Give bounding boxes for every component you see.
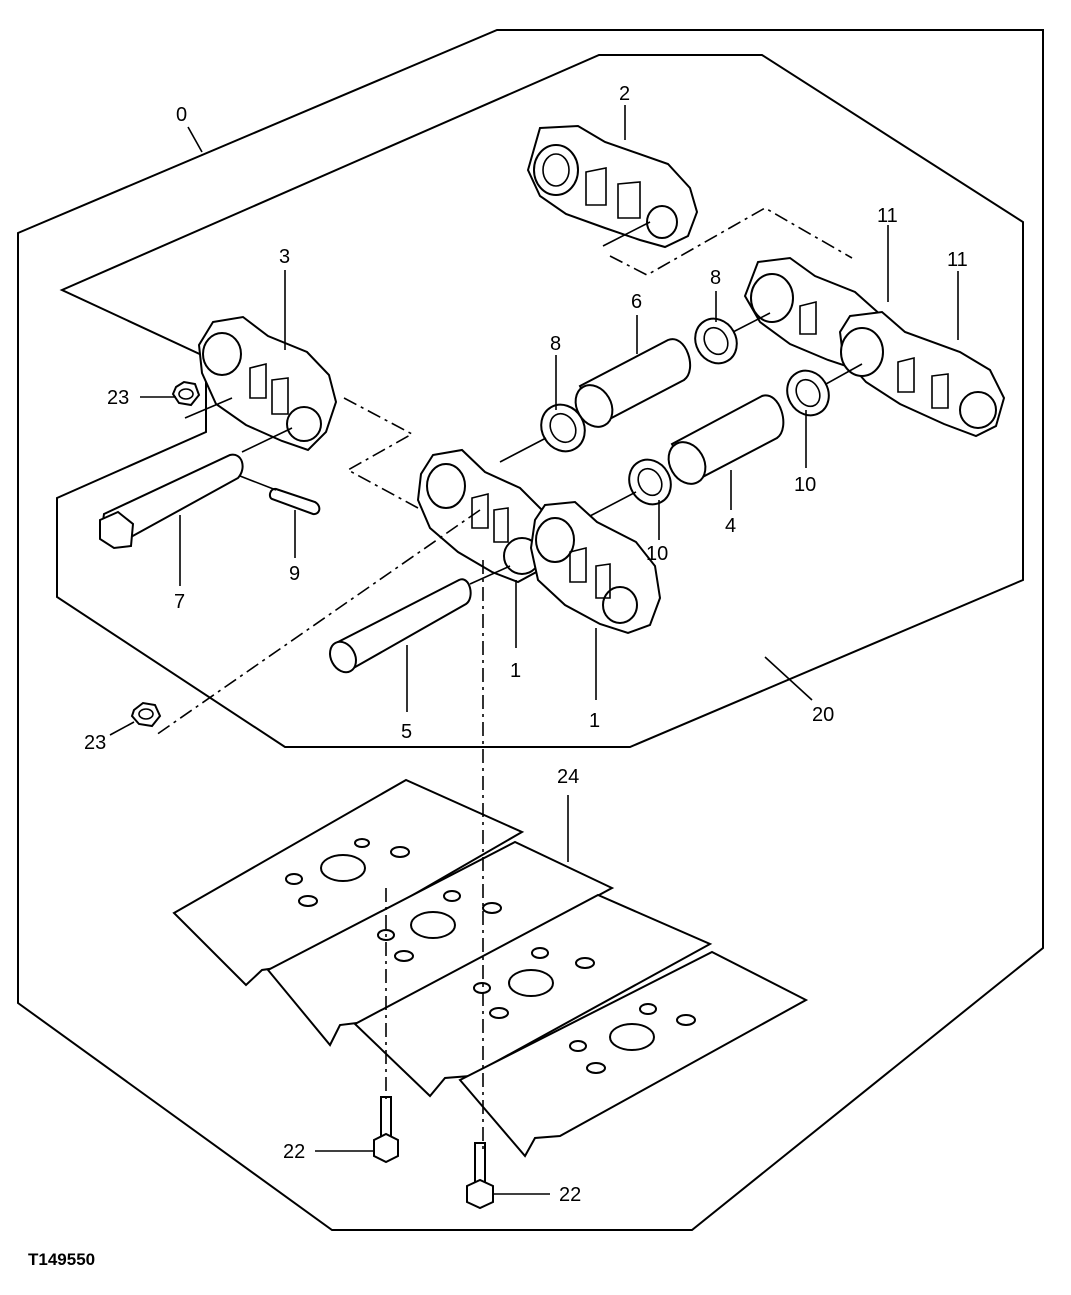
callout-1a: 1	[510, 660, 521, 682]
callout-9: 9	[289, 563, 300, 585]
figure-id: T149550	[28, 1250, 95, 1269]
spring-pin-9	[268, 487, 321, 516]
callout-8a: 8	[550, 333, 561, 355]
outer-assembly-outline	[17, 29, 1044, 1231]
seal-10-right	[786, 369, 830, 417]
callout-22b: 22	[559, 1184, 581, 1206]
bolt-22-left	[373, 1096, 399, 1164]
callout-10b: 10	[646, 543, 668, 565]
callout-11a: 11	[877, 205, 898, 227]
nut-23-upper	[171, 380, 201, 407]
callout-labels: 0 2 3 11 11 8 6 8 23 10 10 4 9 7 1 1 20 …	[84, 83, 968, 1206]
callout-7: 7	[174, 591, 185, 613]
callout-24: 24	[557, 766, 579, 788]
pin-7	[99, 453, 244, 550]
callout-0: 0	[176, 104, 187, 126]
track-shoes-24	[172, 778, 809, 1158]
callout-4: 4	[725, 515, 736, 537]
callout-5: 5	[401, 721, 412, 743]
callout-23a: 23	[107, 387, 129, 409]
callout-1b: 1	[589, 710, 600, 732]
chain-assembly-outline	[56, 54, 1024, 748]
track-link-3	[197, 315, 338, 452]
track-link-1a	[416, 448, 552, 584]
callout-2: 2	[619, 83, 630, 105]
connection-lines	[184, 221, 863, 585]
track-link-11b	[838, 310, 1006, 438]
callout-10a: 10	[794, 474, 816, 496]
nut-23-lower	[130, 701, 162, 728]
track-link-1b	[529, 500, 662, 635]
bushing-5	[329, 578, 472, 674]
bushing-6	[574, 338, 692, 428]
callout-6: 6	[631, 291, 642, 313]
callout-3: 3	[279, 246, 290, 268]
callout-22a: 22	[283, 1141, 305, 1163]
seal-10-left	[628, 458, 672, 506]
leader-lines	[109, 105, 959, 1195]
callout-8b: 8	[710, 267, 721, 289]
bushing-4	[667, 394, 785, 485]
track-link-2	[526, 124, 699, 249]
alignment-lines	[155, 207, 853, 1150]
callout-23b: 23	[84, 732, 106, 754]
bolt-22-right	[466, 1142, 494, 1210]
callout-11b: 11	[947, 249, 968, 271]
callout-20: 20	[812, 704, 834, 726]
